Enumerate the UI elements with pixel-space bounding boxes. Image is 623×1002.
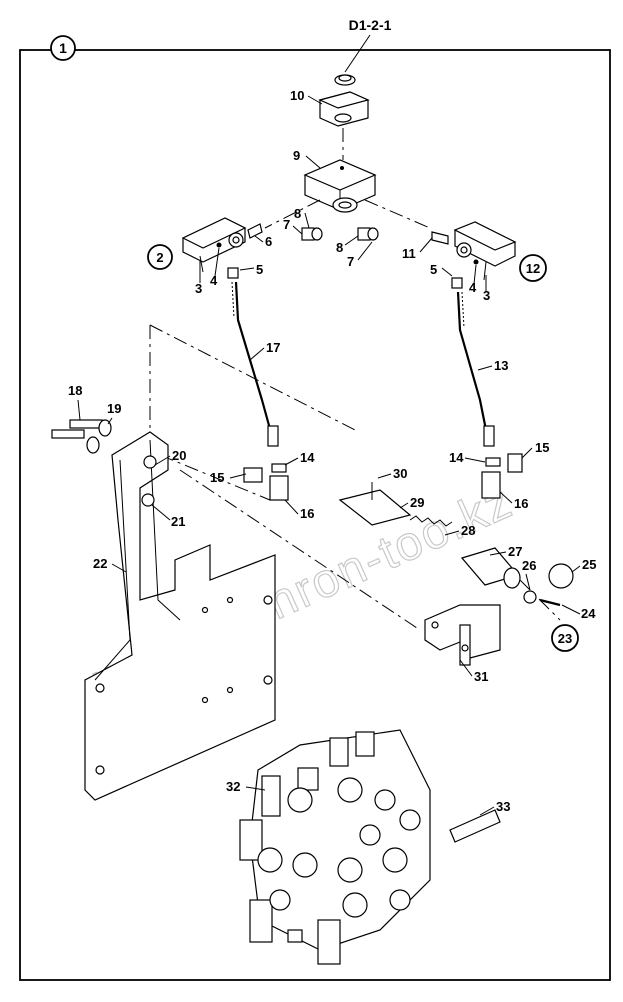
part-label: 14 [300,450,315,465]
part-label: 25 [582,557,596,572]
part-label: 3 [195,281,202,296]
part-label: 8 [336,240,343,255]
part-8-7-left [301,227,323,241]
callout-23-label: 23 [558,631,572,646]
lever-assembly [338,482,574,607]
reference-code: D1-2-1 [349,17,392,33]
callout-12-label: 12 [526,261,540,276]
part-label: 4 [469,280,477,295]
callout-23 [551,624,579,652]
right-bracket [431,221,517,289]
part-label: 10 [290,88,304,103]
part-label: 32 [226,779,240,794]
part-8-7-right [357,227,379,241]
part-label: 6 [265,234,272,249]
bracket-31 [424,604,501,666]
part-label: 24 [581,606,596,621]
part-label: 17 [266,340,280,355]
section-number: 1 [59,40,67,56]
part-9-block [303,159,377,213]
part-label: 21 [171,514,185,529]
part-label: 14 [449,450,464,465]
left-bracket [181,217,263,279]
part-label: 26 [522,558,536,573]
callout-2 [147,244,173,270]
mounting-plate-22 [84,431,276,801]
part-label: 9 [293,148,300,163]
part-label: 20 [172,448,186,463]
bolt-18-19 [51,419,112,454]
part-label: 8 [294,206,301,221]
part-label: 7 [283,217,290,232]
rod-13 [456,291,495,447]
clevis-left [243,463,289,501]
diagram-frame [19,49,611,981]
part-label: 18 [68,383,82,398]
part-label: 27 [508,544,522,559]
part-label: 22 [93,556,107,571]
part-label: 16 [300,506,314,521]
part-10-block [318,74,370,127]
part-label: 33 [496,799,510,814]
part-label: 3 [483,288,490,303]
part-label: 28 [461,523,475,538]
part-label: 4 [210,273,218,288]
part-label: 7 [347,254,354,269]
part-label: 13 [494,358,508,373]
part-label: 5 [256,262,263,277]
callout-12 [519,254,547,282]
leader-lines [77,95,581,816]
part-label: 15 [210,470,224,485]
callout-2-label: 2 [156,250,163,265]
rod-17 [231,281,279,447]
part-label: 31 [474,669,488,684]
valve-block-32 [239,729,501,965]
part-label: 11 [402,246,416,261]
section-callout [50,35,76,61]
part-label: 19 [107,401,121,416]
part-label: 15 [535,440,549,455]
clevis-right [481,453,523,499]
part-label: 30 [393,466,407,481]
part-label: 16 [514,496,528,511]
part-label: 29 [410,495,424,510]
part-label: 5 [430,262,437,277]
